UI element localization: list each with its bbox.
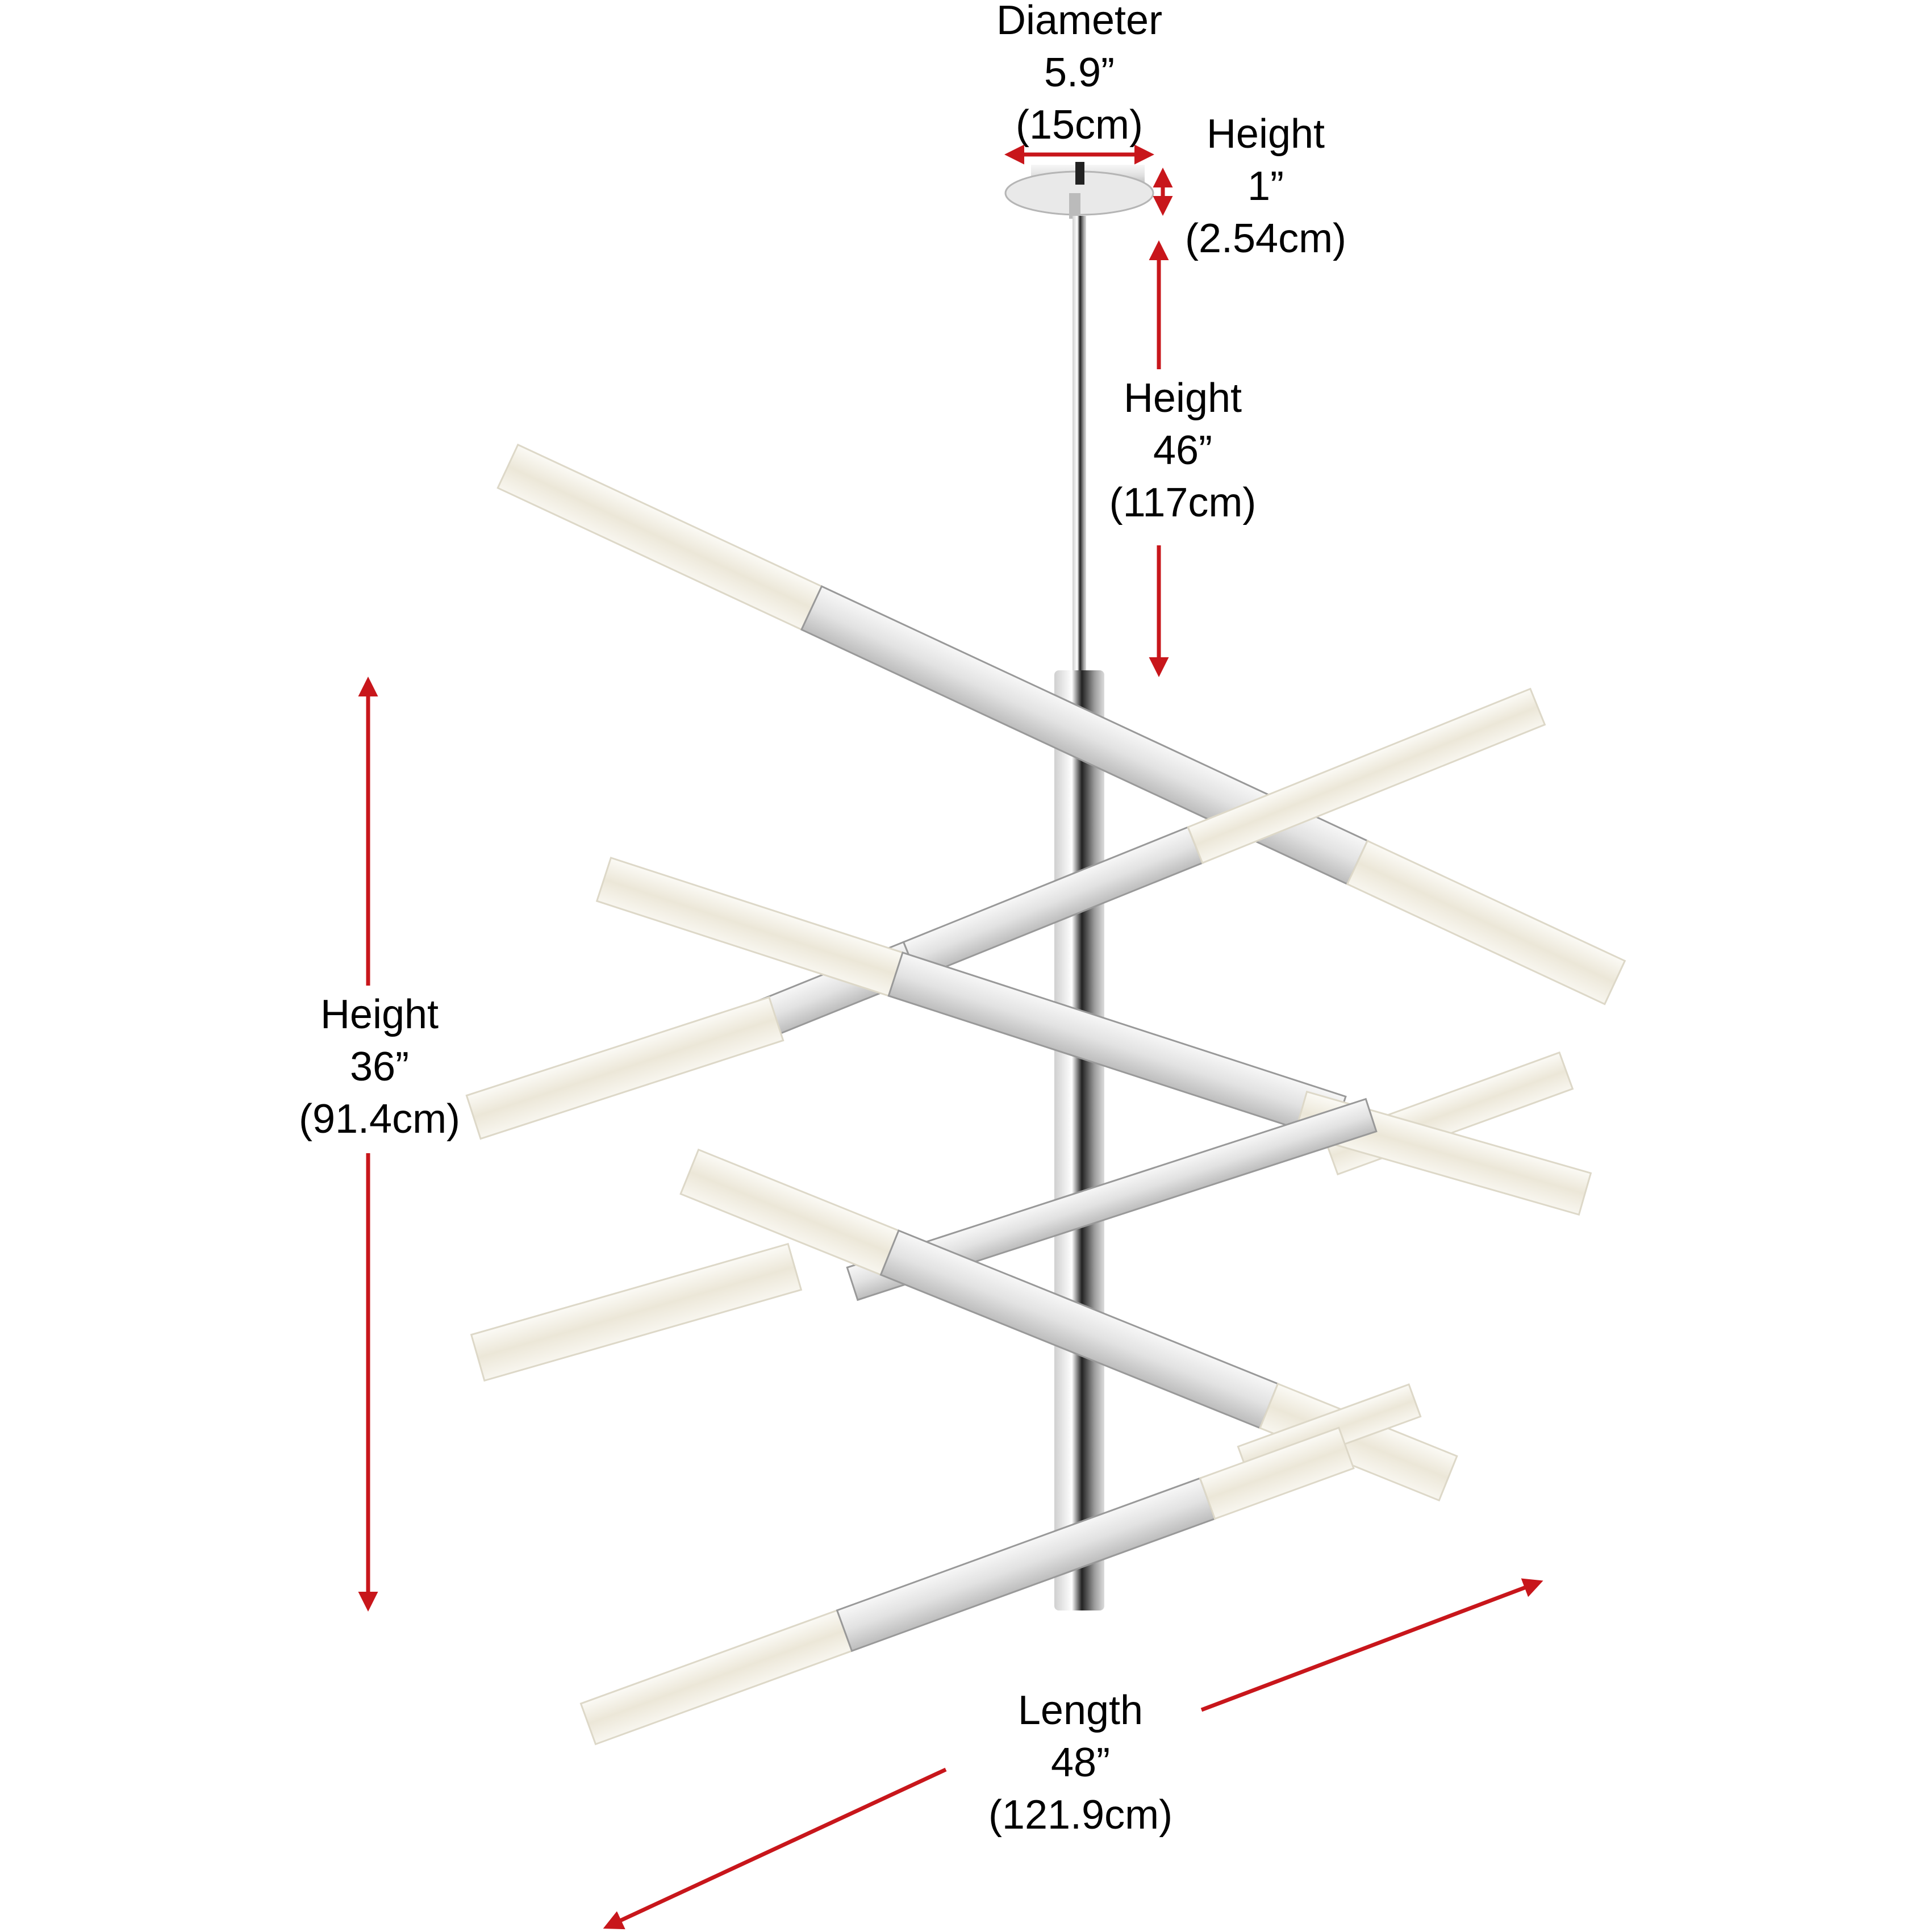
label-metric: (121.9cm) <box>988 1792 1173 1838</box>
canopy-diameter-label: Diameter 5.9” (15cm) <box>996 0 1162 151</box>
label-metric: (15cm) <box>1015 102 1144 148</box>
dimension-arrows <box>358 144 1543 1930</box>
canopy <box>1004 162 1154 219</box>
label-imperial: 36” <box>349 1044 410 1090</box>
fixture-height-label: Height 36” (91.4cm) <box>299 988 460 1145</box>
label-title: Height <box>1123 375 1242 421</box>
label-title: Length <box>1017 1688 1144 1733</box>
downrod <box>1073 216 1086 676</box>
label-metric: (117cm) <box>1109 480 1257 525</box>
label-imperial: 46” <box>1153 428 1213 473</box>
length-label: Length 48” (121.9cm) <box>988 1684 1172 1841</box>
label-title: Height <box>320 992 439 1037</box>
label-title: Diameter <box>996 0 1163 43</box>
label-imperial: 1” <box>1247 164 1284 209</box>
lamp-arms <box>465 443 1626 1746</box>
length-arrow-left <box>603 1767 947 1930</box>
center-column <box>1054 670 1104 1610</box>
label-title: Height <box>1206 111 1325 157</box>
label-imperial: 48” <box>1050 1740 1111 1785</box>
label-metric: (2.54cm) <box>1184 216 1347 261</box>
overall-height-label: Height 46” (117cm) <box>1109 372 1257 529</box>
length-arrow-right <box>1200 1578 1543 1712</box>
canopy-height-label: Height 1” (2.54cm) <box>1185 108 1346 265</box>
label-imperial: 5.9” <box>1044 50 1115 95</box>
label-metric: (91.4cm) <box>298 1096 461 1142</box>
